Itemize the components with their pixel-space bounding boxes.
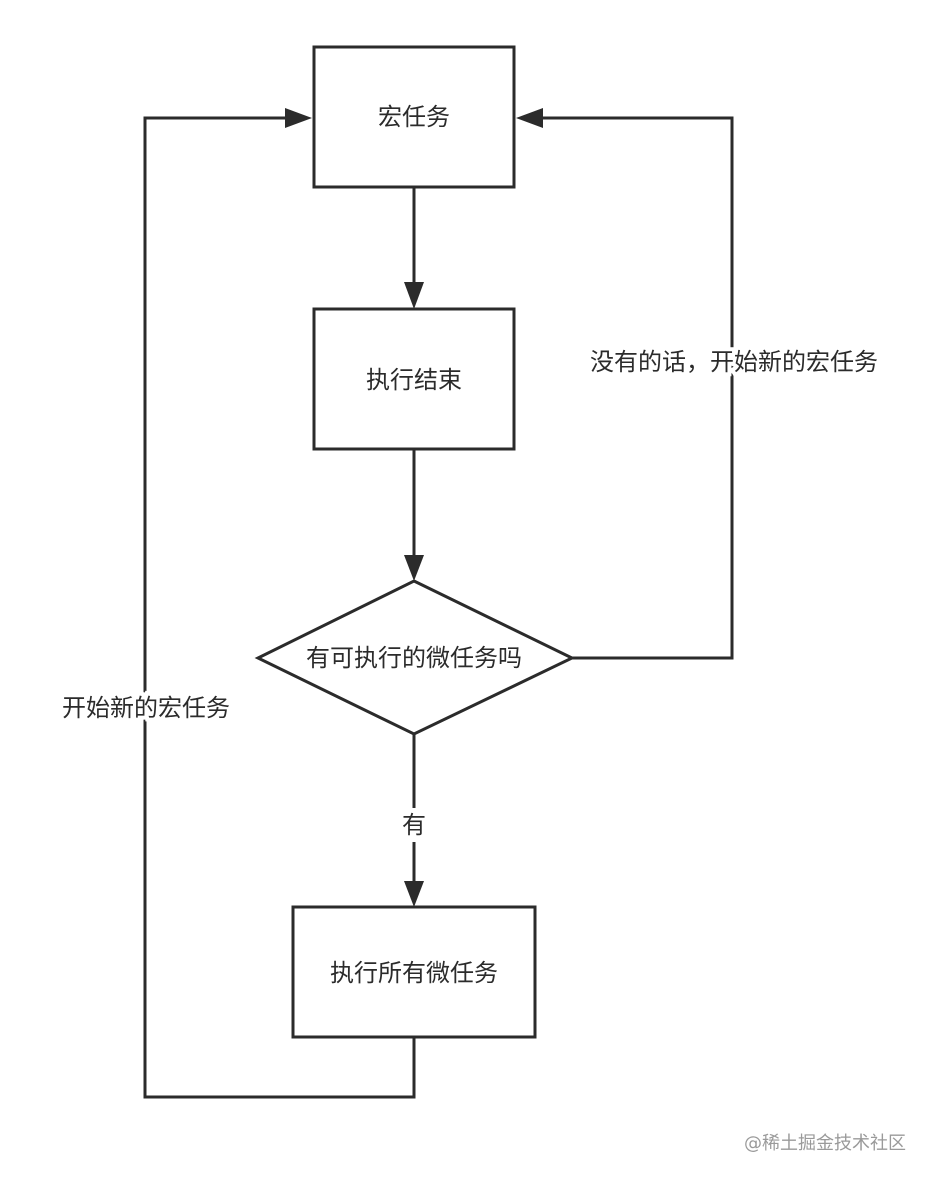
edge-yes-to-micro	[404, 734, 424, 907]
node-exec-all-micro: 执行所有微任务	[291, 905, 537, 1039]
arrowhead-down-icon	[404, 555, 424, 581]
watermark: @稀土掘金技术社区	[744, 1133, 906, 1154]
edge-loop-label: 开始新的宏任务	[62, 694, 230, 722]
node-macro-task-label: 宏任务	[378, 103, 450, 131]
node-exec-all-micro-label: 执行所有微任务	[330, 959, 498, 987]
arrowhead-left-icon	[516, 108, 543, 128]
arrowhead-down-icon	[404, 282, 424, 309]
edge-yes-label: 有	[402, 811, 426, 839]
edge-loop-to-macro	[143, 108, 416, 1099]
edge-no-to-macro	[516, 108, 734, 660]
edge-end-to-decision	[404, 449, 424, 581]
node-exec-end-label: 执行结束	[366, 366, 462, 394]
arrowhead-down-icon	[404, 881, 424, 907]
edge-no-label: 没有的话，开始新的宏任务	[590, 348, 878, 376]
edge-macro-to-end	[404, 187, 424, 309]
node-exec-end: 执行结束	[312, 307, 516, 451]
node-macro-task: 宏任务	[312, 45, 516, 189]
arrowhead-right-icon	[285, 108, 312, 128]
node-decision: 有可执行的微任务吗	[254, 579, 576, 736]
node-decision-label: 有可执行的微任务吗	[306, 644, 522, 672]
